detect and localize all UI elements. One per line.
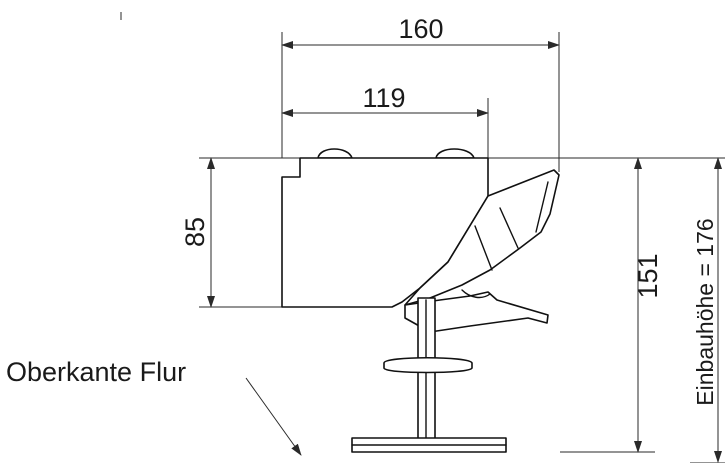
housing-body [281, 157, 489, 308]
floor-edge-label: Oberkante Flur [6, 357, 186, 387]
top-knob-right [435, 148, 475, 159]
dimension-label-85: 85 [180, 217, 210, 247]
dimension-label-151: 151 [633, 253, 663, 298]
dimension-label-119: 119 [362, 83, 405, 113]
dimension-height-floor: 151 [560, 157, 663, 453]
arm-rib-1 [499, 207, 519, 249]
floor-edge-leader [245, 377, 302, 456]
foot-rest [383, 356, 473, 374]
floor-edge-annotation: Oberkante Flur [6, 357, 302, 456]
dimension-label-160: 160 [398, 14, 443, 44]
top-knob-left [317, 148, 353, 159]
dimension-label-installation-height: Einbauhöhe = 176 [692, 218, 718, 405]
dimension-width-inner: 119 [281, 83, 489, 158]
dimension-installation-height: Einbauhöhe = 176 [690, 157, 725, 463]
arm-inner-line [535, 181, 549, 233]
device-outline [281, 148, 560, 453]
dimension-width-total: 160 [281, 14, 560, 172]
pedal-hinge [461, 289, 491, 299]
arm-rib-2 [474, 225, 493, 271]
inclined-arm [404, 169, 560, 306]
dimension-height-body: 85 [180, 157, 290, 308]
